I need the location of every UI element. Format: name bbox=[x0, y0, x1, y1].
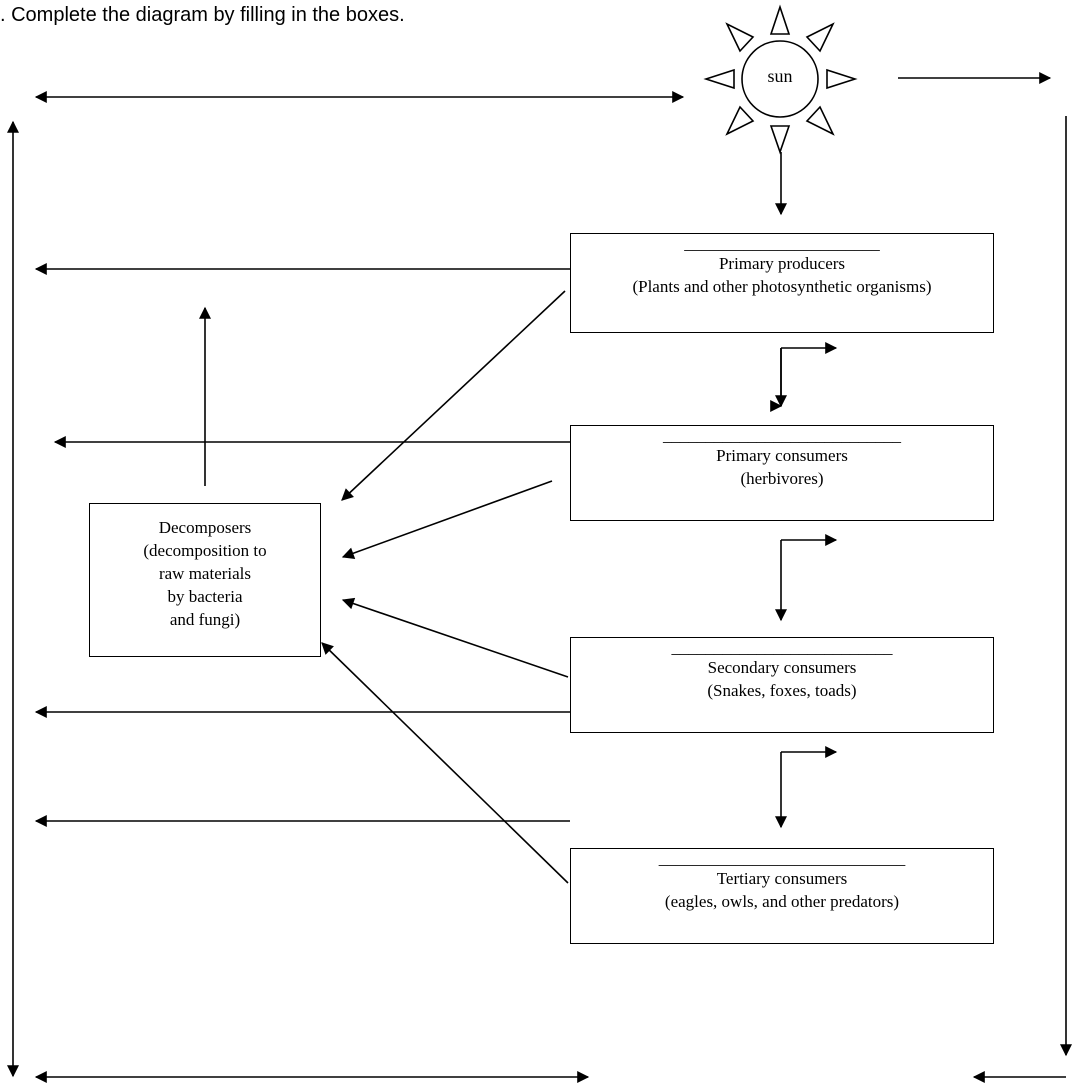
primary-consumers-box: ____________________________ Primary con… bbox=[570, 425, 994, 521]
decomposers-title: Decomposers bbox=[158, 518, 252, 537]
primary-producers-subtitle: (Plants and other photosynthetic organis… bbox=[632, 277, 932, 296]
tertiary-consumers-title: Tertiary consumers bbox=[716, 869, 848, 888]
sun-icon bbox=[703, 4, 858, 155]
primary-consumers-title: Primary consumers bbox=[716, 446, 848, 465]
secondary-consumers-box: __________________________ Secondary con… bbox=[570, 637, 994, 733]
tertiary-consumers-to-decomposers-arrow bbox=[321, 642, 569, 884]
decomposers-line-5: and fungi) bbox=[169, 610, 241, 629]
tertiary-consumers-blank: _____________________________ bbox=[658, 849, 906, 868]
secondary-consumers-title: Secondary consumers bbox=[707, 658, 857, 677]
secondary-consumers-to-decomposers-arrow bbox=[341, 597, 569, 678]
tertiary-consumers-subtitle: (eagles, owls, and other predators) bbox=[664, 892, 900, 911]
secondary-consumers-subtitle: (Snakes, foxes, toads) bbox=[707, 681, 857, 700]
secondary-consumers-blank: __________________________ bbox=[671, 638, 893, 657]
primary-producers-blank: _______________________ bbox=[684, 234, 880, 253]
primary-consumers-blank: ____________________________ bbox=[663, 426, 901, 445]
elbow-arrow-1 bbox=[775, 342, 838, 408]
primary-consumers-subtitle: (herbivores) bbox=[740, 469, 824, 488]
primary-consumers-to-decomposers-arrow bbox=[341, 480, 553, 559]
primary-producers-box: _______________________ Primary producer… bbox=[570, 233, 994, 333]
instruction-text: . Complete the diagram by filling in the… bbox=[0, 4, 405, 26]
sun-label: sun bbox=[767, 66, 793, 86]
primary-producers-title: Primary producers bbox=[718, 254, 846, 273]
decomposers-line-2: (decomposition to bbox=[143, 541, 267, 560]
elbow-arrow-3 bbox=[775, 746, 838, 829]
decomposers-line-4: by bacteria bbox=[167, 587, 243, 606]
decomposers-line-3: raw materials bbox=[158, 564, 252, 583]
elbow-arrow-2 bbox=[775, 534, 838, 622]
decomposers-box: Decomposers (decomposition to raw materi… bbox=[89, 503, 321, 657]
producers-to-decomposers-arrow bbox=[341, 290, 566, 501]
tertiary-consumers-box: _____________________________ Tertiary c… bbox=[570, 848, 994, 944]
